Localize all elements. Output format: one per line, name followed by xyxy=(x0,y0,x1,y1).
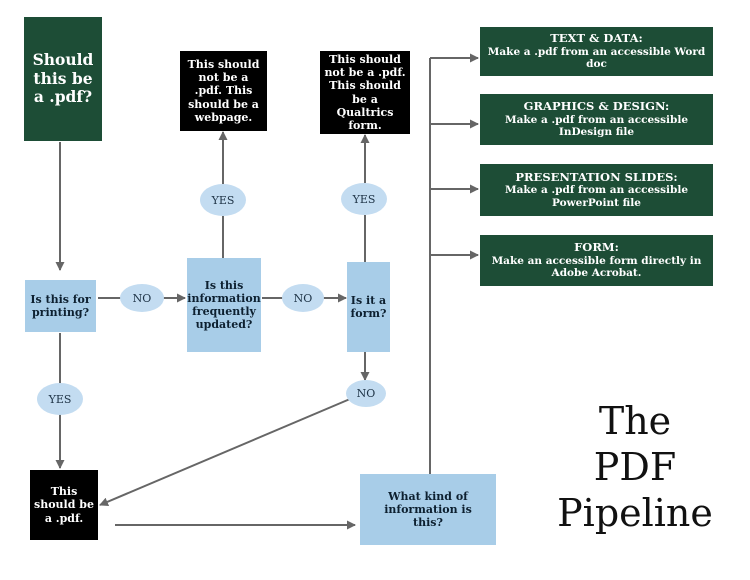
yes-label-printing: YES xyxy=(37,383,83,415)
no-label-form-text: NO xyxy=(356,387,376,400)
no-label-printing-text: NO xyxy=(132,291,152,305)
category-text-data-desc: Make a .pdf from an accessible Word doc xyxy=(487,45,706,71)
page-title-line2: PDF xyxy=(593,445,677,489)
page-title-line1: The xyxy=(598,399,672,443)
updated-question: Is this information frequently updated? xyxy=(187,258,261,352)
qualtrics-result-text: This should not be a .pdf. This should b… xyxy=(324,52,406,132)
pdf-result-text: This should be a .pdf. xyxy=(34,485,94,525)
updated-question-text: Is this information frequently updated? xyxy=(187,278,261,332)
category-graphics-design-title: GRAPHICS & DESIGN: xyxy=(523,99,670,113)
category-form-desc: Make an accessible form directly in Adob… xyxy=(491,254,702,280)
no-label-updated: NO xyxy=(282,284,324,312)
arrow-no-to-pdf xyxy=(99,398,351,507)
no-label-printing: NO xyxy=(120,284,164,312)
form-question: Is it a form? xyxy=(347,262,390,352)
form-question-text: Is it a form? xyxy=(350,293,387,320)
yes-label-form-text: YES xyxy=(352,192,376,206)
no-label-updated-text: NO xyxy=(293,291,313,305)
printing-question: Is this for printing? xyxy=(25,280,96,332)
qualtrics-result: This should not be a .pdf. This should b… xyxy=(320,51,410,134)
yes-label-printing-text: YES xyxy=(48,392,72,406)
no-label-form: NO xyxy=(346,380,386,407)
page-title-line3: Pipeline xyxy=(557,491,713,535)
category-presentation-slides-title: PRESENTATION SLIDES: xyxy=(515,169,678,184)
kind-question: What kind of information is this? xyxy=(360,474,496,545)
start-node-text: Should this be a .pdf? xyxy=(32,50,94,107)
yes-label-updated: YES xyxy=(200,184,246,216)
yes-label-updated-text: YES xyxy=(211,193,235,207)
category-presentation-slides: PRESENTATION SLIDES: Make a .pdf from an… xyxy=(480,164,713,216)
kind-question-text: What kind of information is this? xyxy=(384,489,472,530)
webpage-result-text: This should not be a .pdf. This should b… xyxy=(187,58,260,124)
printing-question-text: Is this for printing? xyxy=(30,292,91,319)
yes-label-form: YES xyxy=(341,183,387,215)
pdf-result: This should be a .pdf. xyxy=(30,470,98,540)
category-text-data: TEXT & DATA: Make a .pdf from an accessi… xyxy=(480,27,713,76)
category-form-title: FORM: xyxy=(574,240,619,254)
category-form: FORM: Make an accessible form directly i… xyxy=(480,235,713,286)
webpage-result: This should not be a .pdf. This should b… xyxy=(180,51,267,131)
start-node: Should this be a .pdf? xyxy=(24,17,102,141)
category-presentation-slides-desc: Make a .pdf from an accessible PowerPoin… xyxy=(504,184,688,209)
category-graphics-design: GRAPHICS & DESIGN: Make a .pdf from an a… xyxy=(480,94,713,145)
category-graphics-design-desc: Make a .pdf from an accessible InDesign … xyxy=(504,113,688,139)
category-text-data-title: TEXT & DATA: xyxy=(550,31,643,45)
page-title: The PDF Pipeline xyxy=(535,398,735,536)
